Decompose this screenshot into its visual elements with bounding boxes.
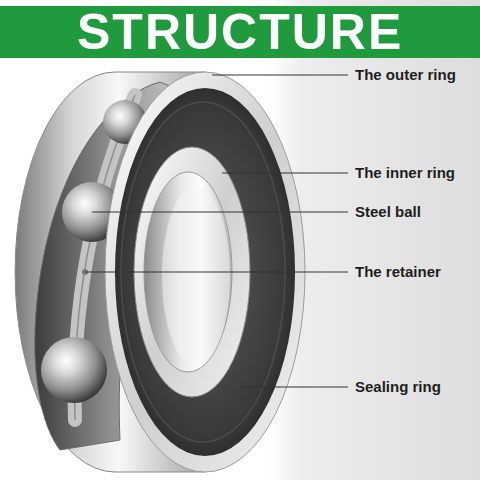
leader-line — [85, 272, 348, 273]
label-slot: The inner ring — [355, 164, 455, 182]
leader-line — [240, 387, 348, 388]
label-slot: Steel ball — [355, 203, 421, 221]
part-label: The outer ring — [355, 66, 456, 84]
leader-line — [212, 75, 348, 76]
leader-line — [222, 173, 348, 174]
part-label: Steel ball — [355, 203, 421, 221]
label-slot: The retainer — [355, 263, 441, 281]
part-label: The retainer — [355, 263, 441, 281]
part-label: Sealing ring — [355, 378, 441, 396]
bore-shine — [162, 186, 230, 366]
leader-line — [92, 212, 348, 213]
label-slot: Sealing ring — [355, 378, 441, 396]
title-slot: STRUCTURE — [77, 7, 403, 57]
title-text: STRUCTURE — [77, 7, 403, 57]
part-label: The inner ring — [355, 164, 455, 182]
label-slot: The outer ring — [355, 66, 456, 84]
title-banner — [0, 6, 480, 58]
steel-ball — [41, 337, 107, 403]
